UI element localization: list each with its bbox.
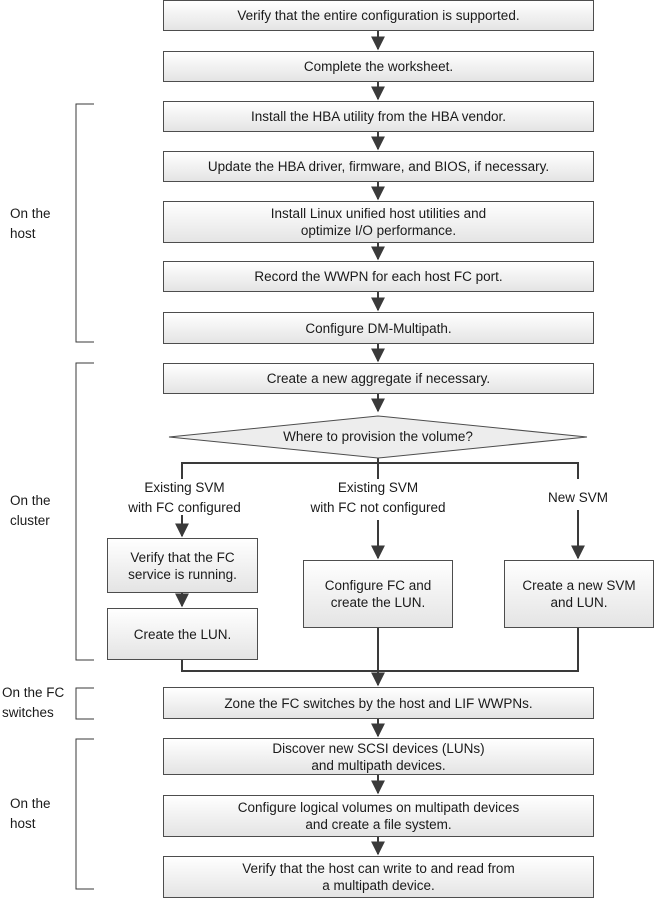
step-update-hba: Update the HBA driver, firmware, and BIO… bbox=[163, 151, 594, 182]
group-label-cluster: On the cluster bbox=[10, 493, 51, 528]
group-label-fc-switches: On the FC switches bbox=[2, 685, 65, 720]
decision-question: Where to provision the volume? bbox=[283, 429, 473, 444]
branch-label-existing-fc-not-configured: Existing SVM with FC not configured bbox=[310, 480, 446, 515]
bracket-host-bottom bbox=[75, 738, 94, 890]
branch-label-existing-fc-configured: Existing SVM with FC configured bbox=[128, 480, 241, 515]
branch-split-line bbox=[181, 462, 579, 479]
step-create-lun: Create the LUN. bbox=[107, 608, 258, 660]
step-create-aggregate: Create a new aggregate if necessary. bbox=[163, 363, 594, 394]
step-configure-dm-multipath: Configure DM-Multipath. bbox=[163, 312, 594, 344]
merge-left-line bbox=[181, 660, 378, 672]
step-discover-scsi: Discover new SCSI devices (LUNs) and mul… bbox=[163, 738, 594, 775]
step-install-linux-utils: Install Linux unified host utilities and… bbox=[163, 201, 594, 243]
step-verify-config: Verify that the entire configuration is … bbox=[163, 0, 594, 31]
decision-diamond bbox=[168, 415, 588, 459]
step-complete-worksheet: Complete the worksheet. bbox=[163, 51, 594, 82]
step-install-hba-utility: Install the HBA utility from the HBA ven… bbox=[163, 101, 594, 132]
step-record-wwpn: Record the WWPN for each host FC port. bbox=[163, 261, 594, 292]
group-label-host-top: On the host bbox=[10, 206, 51, 241]
merge-right-line bbox=[378, 628, 579, 672]
group-label-host-bottom: On the host bbox=[10, 796, 51, 831]
step-verify-host-rw: Verify that the host can write to and re… bbox=[163, 856, 594, 898]
bracket-cluster bbox=[75, 362, 94, 661]
step-verify-fc-service: Verify that the FC service is running. bbox=[107, 538, 258, 593]
branch-label-new-svm: New SVM bbox=[547, 490, 608, 505]
step-create-new-svm: Create a new SVM and LUN. bbox=[504, 560, 654, 628]
bracket-fc-switches bbox=[75, 687, 94, 720]
step-configure-logical-volumes: Configure logical volumes on multipath d… bbox=[163, 795, 594, 837]
step-zone-switches: Zone the FC switches by the host and LIF… bbox=[163, 687, 594, 719]
step-configure-fc-create-lun: Configure FC and create the LUN. bbox=[303, 560, 453, 628]
bracket-host-top bbox=[75, 103, 94, 343]
